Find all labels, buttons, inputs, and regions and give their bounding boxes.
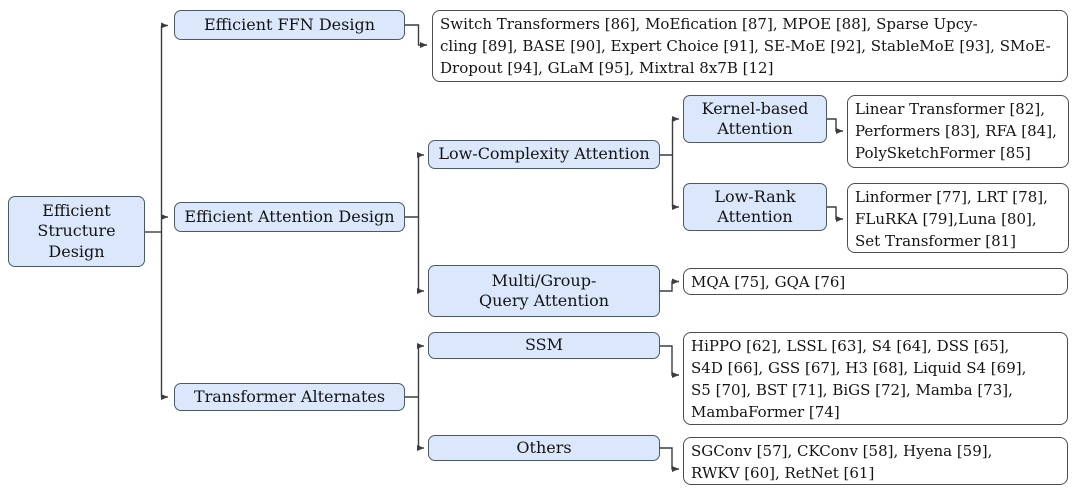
leaf-kernel-based-citations: Linear Transformer [82], Performers [83]… xyxy=(847,95,1069,168)
connector-attention-branch xyxy=(405,155,420,291)
node-efficient-structure-design: Efficient Structure Design xyxy=(8,196,145,267)
leaf-low-rank-citations: Linformer [77], LRT [78], FLuRKA [79],Lu… xyxy=(847,183,1069,253)
node-multi-group-query-attention: Multi/Group- Query Attention xyxy=(428,265,660,317)
connector-low-complexity-branch xyxy=(660,119,674,207)
node-ssm: SSM xyxy=(428,332,660,359)
connector-others-leaf xyxy=(660,447,679,472)
node-efficient-ffn-design: Efficient FFN Design xyxy=(174,10,405,40)
connector-alternates-branch xyxy=(405,346,420,448)
leaf-ffn-citations: Switch Transformers [86], MoEfication [8… xyxy=(432,10,1068,82)
leaf-ssm-citations: HiPPO [62], LSSL [63], S4 [64], DSS [65]… xyxy=(683,332,1068,425)
leaf-multi-group-query-citations: MQA [75], GQA [76] xyxy=(683,268,1068,295)
node-low-complexity-attention: Low-Complexity Attention xyxy=(428,140,660,169)
node-efficient-attention-design: Efficient Attention Design xyxy=(174,202,405,232)
connector-low-rank-leaf xyxy=(827,206,843,222)
node-transformer-alternates: Transformer Alternates xyxy=(174,383,405,411)
connector-ssm-leaf xyxy=(660,345,679,378)
leaf-others-citations: SGConv [57], CKConv [58], Hyena [59], RW… xyxy=(683,437,1068,485)
connector-mgq-leaf xyxy=(660,278,679,292)
node-kernel-based-attention: Kernel-based Attention xyxy=(683,95,827,143)
connector-kernel-leaf xyxy=(827,118,843,134)
connector-ffn-leaf xyxy=(405,24,427,48)
node-others: Others xyxy=(428,435,660,461)
node-low-rank-attention: Low-Rank Attention xyxy=(683,183,827,231)
